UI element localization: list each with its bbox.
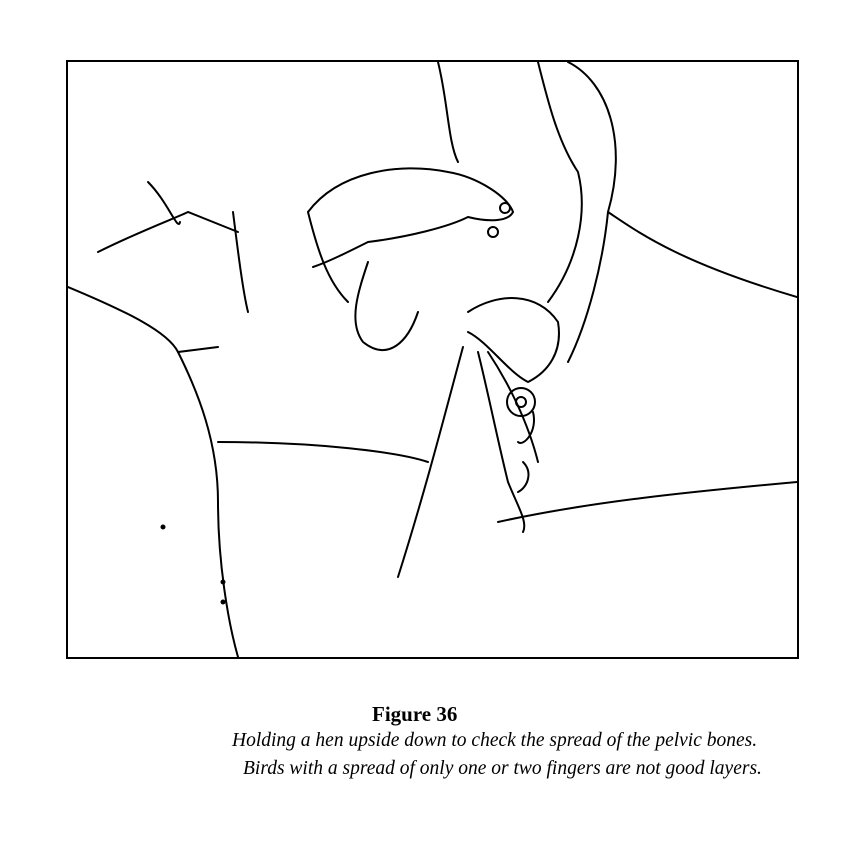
figure-caption-line-2: Birds with a spread of only one or two f… — [243, 758, 762, 779]
figure-title: Figure 36 — [372, 702, 458, 726]
figure-illustration — [66, 60, 799, 659]
figure-caption-line-1: Holding a hen upside down to check the s… — [232, 730, 758, 751]
hen-drawing — [68, 62, 797, 657]
